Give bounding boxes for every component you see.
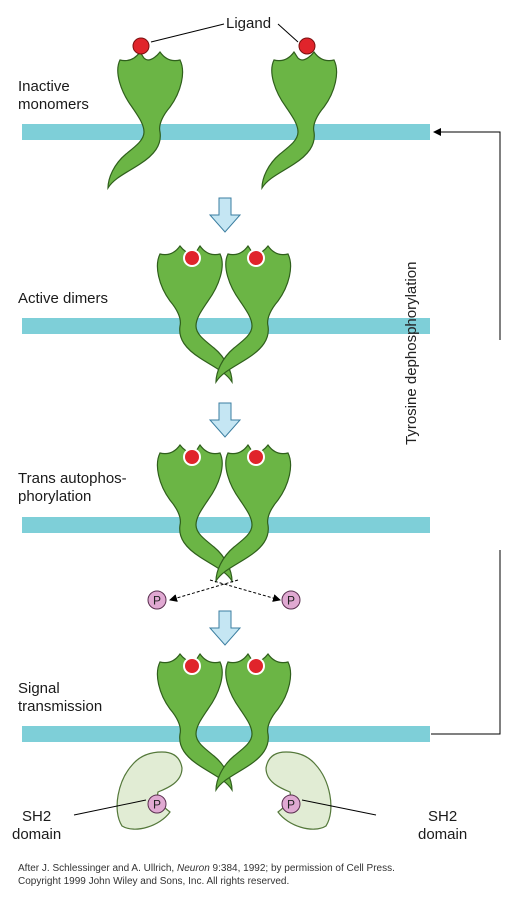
ligand-bound-right-4	[247, 657, 265, 675]
credit-line-2: Copyright 1999 John Wiley and Sons, Inc.…	[18, 876, 290, 887]
receptor-dimer-2	[156, 245, 292, 383]
flow-arrow-3	[208, 610, 242, 646]
membrane-4	[22, 726, 430, 742]
sh2-domain-right	[265, 751, 332, 830]
stage-label-line: transmission	[18, 698, 103, 715]
stage-label-line: monomers	[18, 96, 89, 113]
phospho-right-4: P	[281, 794, 301, 814]
sh2-label-line: SH2	[22, 808, 52, 825]
phospho-left-3: P	[147, 590, 167, 610]
trans-arrow-right	[209, 579, 281, 602]
trans-arrow-left	[169, 579, 239, 602]
phospho-left-4: P	[147, 794, 167, 814]
receptor-monomer-right	[261, 51, 338, 189]
flow-arrow-2	[208, 402, 242, 438]
ligand-right	[298, 37, 316, 55]
sh2-label-line: domain	[418, 826, 468, 843]
sh2-leader-left	[73, 799, 147, 816]
phospho-label: P	[287, 798, 295, 812]
stage-label-line: Inactive	[18, 78, 70, 95]
sh2-label-left: SH2 domain	[12, 808, 61, 844]
side-label-backing	[490, 340, 510, 550]
credit-authors: After J. Schlessinger and A. Ullrich,	[18, 863, 177, 874]
sh2-leader-right	[301, 799, 377, 816]
sh2-domain-left	[116, 751, 183, 830]
sh2-label-right: SH2 domain	[418, 808, 467, 844]
flow-arrow-1	[208, 197, 242, 233]
stage-label-line: Signal	[18, 680, 60, 697]
ligand-leader-left	[150, 23, 225, 43]
ligand-label: Ligand	[226, 15, 272, 32]
stage-label-autophosphorylation: Trans autophos- phorylation	[18, 470, 127, 506]
stage-label-line: Trans autophos-	[18, 470, 127, 487]
stage-label-signal-transmission: Signal transmission	[18, 680, 102, 716]
ligand-left	[132, 37, 150, 55]
ligand-bound-right-3	[247, 448, 265, 466]
stage-label-inactive-monomers: Inactive monomers	[18, 78, 89, 114]
stage-label-line: phorylation	[18, 488, 92, 505]
membrane-1	[22, 124, 430, 140]
credit-citation: 9:384, 1992; by permission of Cell Press…	[209, 863, 395, 874]
membrane-3	[22, 517, 430, 533]
membrane-2	[22, 318, 430, 334]
ligand-bound-left-4	[183, 657, 201, 675]
phospho-right-3: P	[281, 590, 301, 610]
sh2-label-line: domain	[12, 826, 62, 843]
dephosphorylation-arrow	[431, 128, 501, 735]
stage-label-active-dimers: Active dimers	[18, 290, 109, 307]
credit-journal: Neuron	[176, 863, 210, 874]
receptor-monomer-left	[107, 51, 184, 189]
side-label-tyrosine-dephosphorylation: Tyrosine dephosphorylation	[403, 261, 420, 445]
credit-line-1: After J. Schlessinger and A. Ullrich, Ne…	[18, 862, 395, 875]
sh2-label-line: SH2	[428, 808, 458, 825]
ligand-bound-left-3	[183, 448, 201, 466]
credit-text: After J. Schlessinger and A. Ullrich, Ne…	[18, 862, 395, 888]
ligand-bound-right-2	[247, 249, 265, 267]
phospho-label: P	[287, 594, 295, 608]
phospho-label: P	[153, 594, 161, 608]
receptor-dimer-3	[156, 444, 292, 582]
phospho-label: P	[153, 798, 161, 812]
ligand-leader-right	[277, 23, 299, 43]
ligand-bound-left-2	[183, 249, 201, 267]
